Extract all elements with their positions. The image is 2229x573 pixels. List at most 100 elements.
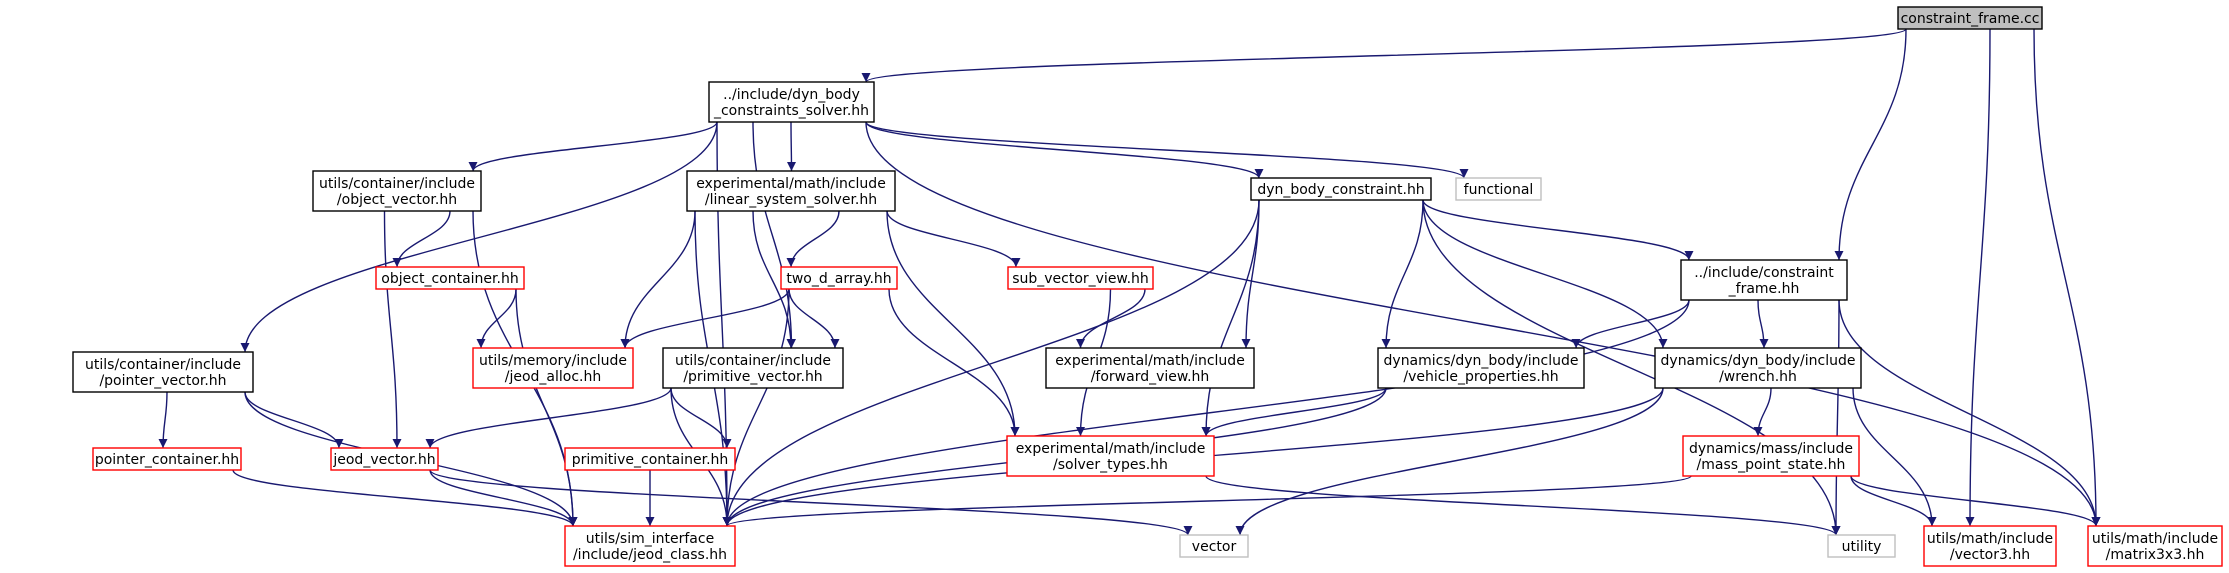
edge-linear_system_solver-to-sub_vector_view — [886, 210, 1021, 268]
edge-object_container-to-jeod_alloc — [476, 288, 517, 349]
edge-linear_system_solver-to-jeod_alloc — [620, 210, 696, 349]
edge-two_d_array-to-solver_types — [888, 288, 1020, 437]
edge-mass_point_state-to-matrix3x3 — [1850, 475, 2101, 527]
edge-linear_system_solver-to-solver_types — [886, 210, 1020, 437]
node-label-line: utils/memory/include — [479, 353, 627, 369]
edge-linear_system_solver-to-two_d_array — [786, 210, 840, 268]
node-box — [375, 266, 525, 290]
edge-solver_types-to-utility — [1205, 475, 1841, 536]
node-label-line: utils/math/include — [1927, 531, 2053, 547]
node-label-line: /matrix3x3.hh — [2106, 547, 2205, 563]
node-label-line: utils/math/include — [2092, 531, 2218, 547]
edge-constraint_frame_hh-to-matrix3x3 — [1838, 299, 2101, 527]
node-label-line: /object_vector.hh — [337, 192, 457, 208]
node-wrench[interactable]: dynamics/dyn_body/include/wrench.hh — [1654, 347, 1862, 389]
node-box — [662, 347, 844, 389]
node-vector3[interactable]: utils/math/include/vector3.hh — [1923, 525, 2057, 567]
node-box — [312, 170, 482, 212]
edge-dyn_body_constraints_solver-to-primitive_vector — [752, 121, 796, 349]
edge-dyn_body_constraint-to-solver_types — [1201, 199, 1260, 437]
node-two_d_array[interactable]: two_d_array.hh — [780, 266, 898, 290]
node-constraint_frame_cc[interactable]: constraint_frame.cc — [1897, 6, 2043, 30]
node-label-line: jeod_vector.hh — [332, 452, 435, 468]
node-box — [1827, 534, 1896, 558]
edge-pointer_vector-to-jeod_vector — [244, 391, 344, 449]
edge-dyn_body_constraint-to-utility — [1422, 199, 1841, 536]
node-functional: functional — [1455, 177, 1542, 201]
edge-dyn_body_constraint-to-wrench — [1422, 199, 1668, 349]
node-box — [1007, 266, 1154, 290]
node-pointer_container[interactable]: pointer_container.hh — [92, 447, 242, 471]
node-pointer_vector[interactable]: utils/container/include/pointer_vector.h… — [72, 351, 254, 393]
node-box — [686, 170, 896, 212]
edge-constraint_frame_hh-to-utility — [1831, 299, 1841, 536]
node-vector: vector — [1179, 534, 1249, 558]
node-label-line: sub_vector_view.hh — [1012, 271, 1149, 287]
edge-sub_vector_view-to-forward_view — [1076, 288, 1146, 349]
edge-pointer_vector-to-pointer_container — [158, 391, 168, 449]
edge-wrench-to-vector3 — [1852, 387, 1937, 527]
node-label-line: dynamics/mass/include — [1689, 441, 1853, 457]
node-label-line: vector — [1192, 539, 1237, 555]
edge-two_d_array-to-primitive_vector — [788, 288, 840, 349]
node-label-line: experimental/math/include — [1016, 441, 1206, 457]
node-forward_view[interactable]: experimental/math/include/forward_view.h… — [1045, 347, 1255, 389]
node-jeod_vector[interactable]: jeod_vector.hh — [330, 447, 439, 471]
node-jeod_class[interactable]: utils/sim_interface/include/jeod_class.h… — [564, 525, 736, 567]
node-box — [472, 347, 634, 389]
node-label-line: primitive_container.hh — [572, 452, 729, 468]
node-dyn_body_constraints_solver[interactable]: ../include/dyn_body_constraints_solver.h… — [708, 81, 875, 123]
node-label-line: experimental/math/include — [1055, 353, 1245, 369]
edge-dyn_body_constraint-to-vehicle_properties — [1381, 199, 1424, 349]
node-label-line: object_container.hh — [381, 271, 518, 287]
node-solver_types[interactable]: experimental/math/include/solver_types.h… — [1006, 435, 1215, 477]
node-label-line: ../include/dyn_body — [723, 87, 860, 103]
node-label-line: _constraints_solver.hh — [713, 103, 869, 119]
edge-pointer_container-to-jeod_class — [232, 469, 578, 527]
node-box — [330, 447, 439, 471]
node-jeod_alloc[interactable]: utils/memory/include/jeod_alloc.hh — [472, 347, 634, 389]
node-box — [708, 81, 875, 123]
node-object_vector[interactable]: utils/container/include/object_vector.hh — [312, 170, 482, 212]
node-label-line: /linear_system_solver.hh — [705, 192, 877, 208]
edge-two_d_array-to-jeod_class — [722, 288, 790, 527]
node-primitive_vector[interactable]: utils/container/include/primitive_vector… — [662, 347, 844, 389]
node-constraint_frame_hh[interactable]: ../include/constraint_frame.hh — [1680, 259, 1848, 301]
node-label-line: experimental/math/include — [696, 176, 886, 192]
edge-dyn_body_constraints_solver-to-pointer_vector — [240, 121, 718, 353]
node-vehicle_properties[interactable]: dynamics/dyn_body/include/vehicle_proper… — [1377, 347, 1585, 389]
edge-dyn_body_constraints_solver-to-object_vector — [468, 121, 718, 172]
edge-mass_point_state-to-jeod_class — [722, 475, 1692, 527]
edge-constraint_frame_hh-to-vehicle_properties — [1571, 299, 1690, 349]
node-label-line: utils/container/include — [319, 176, 475, 192]
node-primitive_container[interactable]: primitive_container.hh — [564, 447, 736, 471]
node-box — [564, 525, 736, 567]
node-label-line: /wrench.hh — [1719, 369, 1797, 385]
nodes-layer: constraint_frame.cc ../include/dyn_body_c… — [72, 6, 2223, 567]
node-box — [2087, 525, 2223, 567]
edge-dyn_body_constraints_solver-to-functional — [865, 121, 1469, 179]
node-label-line: /include/jeod_class.hh — [573, 547, 727, 563]
node-label-line: /jeod_alloc.hh — [505, 369, 602, 385]
node-linear_system_solver[interactable]: experimental/math/include/linear_system_… — [686, 170, 896, 212]
node-box — [1179, 534, 1249, 558]
node-box — [780, 266, 898, 290]
node-label-line: utils/sim_interface — [586, 531, 714, 547]
node-label-line: pointer_container.hh — [95, 452, 239, 468]
edge-dyn_body_constraint-to-constraint_frame_hh — [1422, 199, 1694, 261]
node-sub_vector_view[interactable]: sub_vector_view.hh — [1007, 266, 1154, 290]
edge-constraint_frame_cc-to-constraint_frame_hh — [1834, 28, 1907, 261]
node-object_container[interactable]: object_container.hh — [375, 266, 525, 290]
node-label-line: utility — [1842, 539, 1882, 555]
node-label-line: /forward_view.hh — [1091, 369, 1210, 385]
node-mass_point_state[interactable]: dynamics/mass/include/mass_point_state.h… — [1682, 435, 1860, 477]
node-dyn_body_constraint[interactable]: dyn_body_constraint.hh — [1250, 177, 1432, 201]
node-label-line: dyn_body_constraint.hh — [1257, 182, 1424, 198]
node-box — [1455, 177, 1542, 201]
node-label-line: utils/container/include — [675, 353, 831, 369]
node-matrix3x3[interactable]: utils/math/include/matrix3x3.hh — [2087, 525, 2223, 567]
edge-object_vector-to-object_container — [392, 210, 451, 268]
edge-wrench-to-mass_point_state — [1753, 387, 1772, 437]
node-box — [564, 447, 736, 471]
edge-vehicle_properties-to-solver_types — [1201, 387, 1387, 437]
